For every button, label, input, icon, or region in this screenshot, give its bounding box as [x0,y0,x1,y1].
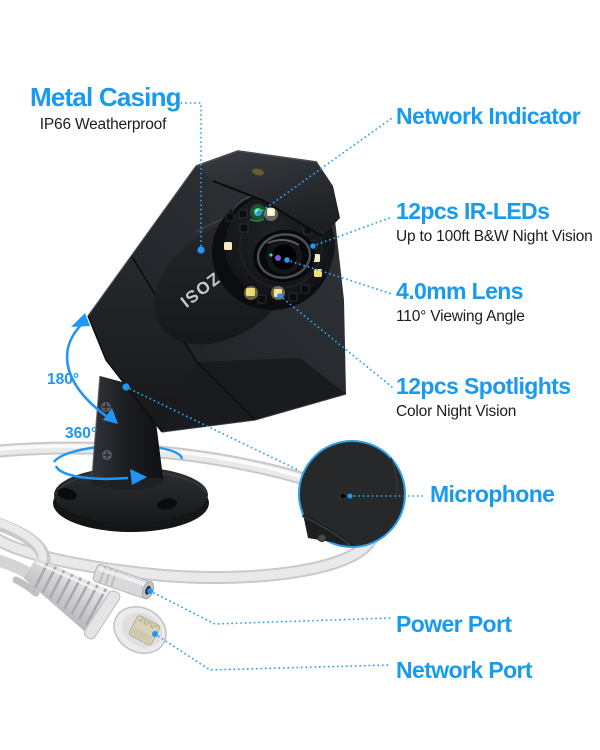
power-port-title: Power Port [396,611,512,637]
microphone-inset [298,440,406,548]
microphone-body-line [125,386,299,471]
callout-dots [122,210,353,637]
spotlight-led-array [224,207,322,300]
camera-body: ZOSI [87,150,347,433]
callout-spotlights: 12pcs Spotlights Color Night Vision [396,373,571,421]
light-sensor [252,168,264,176]
lens-subtitle: 110° Viewing Angle [396,308,525,326]
network-port-connector [113,606,167,654]
network-port-title: Network Port [396,657,533,683]
pigtail-connector [23,557,167,654]
metal-casing-title: Metal Casing [30,82,182,112]
metal-casing-subtitle: IP66 Weatherproof [39,116,167,134]
callout-ir-leds: 12pcs IR-LEDs Up to 100ft B&W Night Visi… [396,199,593,246]
callout-network-indicator: Network Indicator [396,103,581,129]
network-indicator-title: Network Indicator [396,103,581,129]
ir-leds-line [312,216,393,247]
microphone-hole [339,492,347,500]
tilt-rotation-arrow [65,313,118,424]
callout-lines [125,102,427,671]
callout-power-port: Power Port [396,611,512,637]
lens-line [286,259,393,295]
pan-rotation-arrow [54,465,147,485]
strain-relief-boot [23,557,121,640]
power-port-connector [92,564,155,600]
lens-title: 4.0mm Lens [396,278,524,304]
mount-base [53,375,209,532]
lens [253,229,315,283]
sun-hood [195,150,340,237]
ir-leds-title: 12pcs IR-LEDs [396,198,550,224]
ir-leds-subtitle: Up to 100ft B&W Night Vision [396,228,593,246]
spotlights-title: 12pcs Spotlights [396,373,571,399]
callout-network-port: Network Port [396,657,533,683]
power-port-line [149,590,391,625]
spotlights-line [279,295,393,388]
network-indicator-line [258,117,393,214]
callout-microphone: Microphone [430,481,555,507]
callout-lens: 4.0mm Lens 110° Viewing Angle [396,279,525,326]
spotlights-subtitle: Color Night Vision [396,403,517,421]
tilt-angle-label: 180° [47,371,79,388]
network-port-line [154,633,391,671]
pan-angle-label: 360° [65,425,97,442]
ir-led-array [225,209,318,304]
microphone-title: Microphone [430,481,555,507]
callout-metal-casing: Metal Casing IP66 Weatherproof [30,82,182,134]
